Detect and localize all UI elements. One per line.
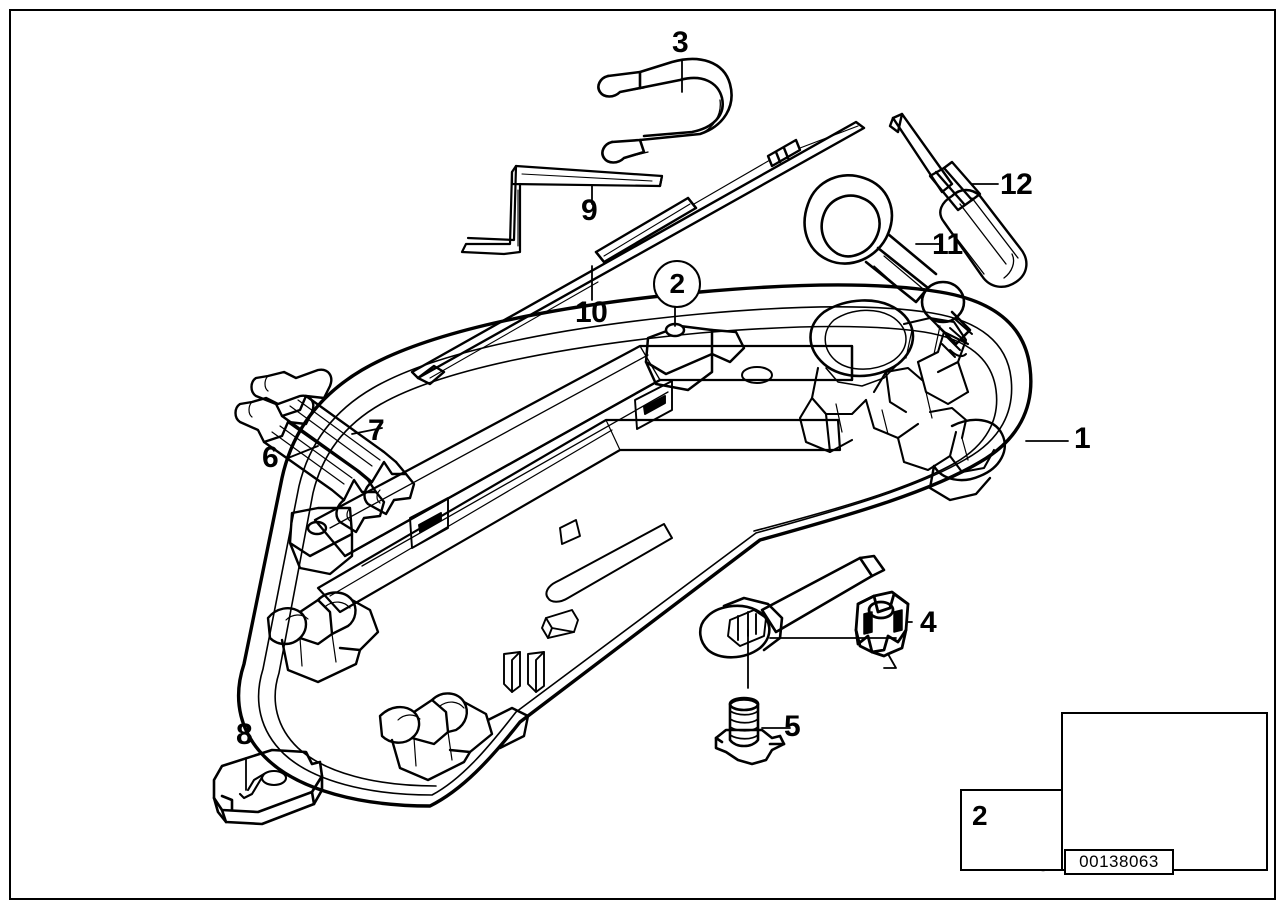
tray-right-webs-thin [835, 325, 969, 461]
tray-tool-clips-left-detail [285, 601, 351, 667]
tray-tool-clips-bottom [378, 692, 530, 782]
callout-11[interactable]: 11 [932, 228, 963, 261]
callout-6[interactable]: 6 [262, 441, 279, 474]
tray-mount-lug-left [288, 506, 354, 576]
retaining-clamp-detail [863, 609, 903, 635]
callout-9[interactable]: 9 [581, 194, 598, 227]
tray-tool-clips-bottom-detail [397, 701, 465, 767]
tray-floor-tab-small [541, 609, 579, 639]
tray-bolt-boss [698, 596, 784, 659]
callout-5[interactable]: 5 [784, 710, 801, 743]
tray-latch-window-a [409, 497, 449, 549]
wing-bolt-threads [729, 710, 759, 740]
hex-key-wrench-highlight [517, 173, 653, 247]
legend-screw-box [960, 789, 1068, 871]
key-blank-detail [238, 769, 288, 800]
tray-latch-window-b [634, 380, 673, 430]
diagram-id-label: 00138063 [1064, 849, 1174, 875]
tool-tray-housing [236, 283, 1033, 808]
open-end-wrench-small [234, 394, 386, 534]
tray-lower-channel-detail [329, 419, 621, 597]
callout-3[interactable]: 3 [672, 26, 689, 59]
towing-rod [410, 120, 866, 386]
tray-rail-highlight [329, 345, 669, 567]
key-blank [212, 748, 324, 826]
tray-tool-clips-left [266, 591, 380, 684]
callout-1[interactable]: 1 [1074, 422, 1091, 455]
tray-floor-tab-pair [503, 651, 545, 693]
leader-lines [245, 59, 1069, 791]
wing-bolt [714, 696, 786, 766]
page-border [9, 9, 1276, 900]
tray-right-flange [928, 418, 1006, 502]
tray-floor-notch [559, 519, 581, 545]
callout-2[interactable]: 2 [653, 260, 701, 308]
tray-rod-recess [545, 523, 673, 603]
tow-eye-hook [803, 173, 972, 346]
callout-8[interactable]: 8 [236, 718, 253, 751]
open-end-wrench-small-highlight [248, 401, 353, 522]
screwdriver [888, 112, 1028, 288]
tray-right-webs [798, 316, 996, 474]
tow-eye-highlight [873, 255, 923, 297]
screwdriver-handle-flutes [943, 197, 1019, 279]
tray-rail-oval-recess [741, 366, 773, 384]
callout-4[interactable]: 4 [920, 606, 937, 639]
callout-10[interactable]: 10 [575, 296, 608, 329]
towing-rod-highlight [429, 125, 859, 379]
legend-screw-number: 2 [972, 800, 988, 831]
hex-key-wrench [460, 164, 664, 256]
retaining-clamp [854, 590, 910, 658]
callout-7[interactable]: 7 [368, 414, 385, 447]
tray-bolt-boss-inner [727, 609, 767, 647]
legend-vehicle-box [1061, 712, 1268, 871]
callout-12[interactable]: 12 [1000, 168, 1033, 201]
tray-diagonal-strut [760, 554, 886, 634]
tool-tray-inner-rim [257, 305, 1013, 796]
tow-eye-threads [941, 319, 973, 358]
tray-tow-eye-recess-inner [824, 309, 907, 387]
spring-clip [597, 57, 733, 164]
spring-clip-detail [619, 87, 721, 159]
